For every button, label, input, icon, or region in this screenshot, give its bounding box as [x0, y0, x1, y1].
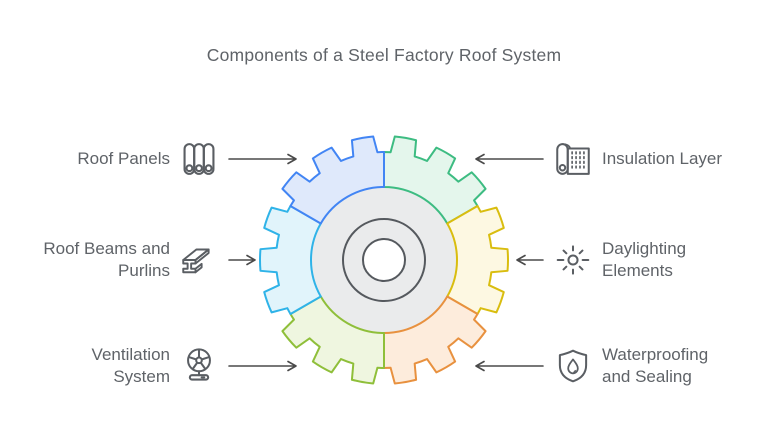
component-roof-panels: Roof Panels	[10, 135, 298, 183]
arrow-right	[228, 153, 297, 165]
component-label: Waterproofing and Sealing	[602, 344, 768, 388]
arrow-left	[475, 360, 544, 372]
label-line: Insulation Layer	[602, 149, 723, 168]
component-daylighting-elements: Daylighting Elements	[516, 236, 768, 284]
gear-hub-hole	[362, 238, 406, 282]
label-line: Elements	[602, 261, 673, 280]
component-label: Roof Beams and Purlins	[10, 238, 170, 282]
component-waterproofing-sealing: Waterproofing and Sealing	[474, 342, 768, 390]
component-roof-beams-purlins: Roof Beams and Purlins	[10, 236, 256, 284]
component-label: Roof Panels	[10, 148, 170, 170]
arrow-left	[475, 153, 544, 165]
label-line: Waterproofing	[602, 345, 709, 364]
component-label: Insulation Layer	[602, 148, 768, 170]
gear-segment-bottom-left	[281, 295, 385, 385]
roof-panels-icon	[178, 138, 220, 180]
label-line: Roof Beams and	[43, 239, 170, 258]
label-line: Ventilation	[91, 345, 170, 364]
steel-beam-icon	[178, 239, 220, 281]
component-label: Daylighting Elements	[602, 238, 768, 282]
page-title: Components of a Steel Factory Roof Syste…	[206, 45, 562, 65]
label-line: and Sealing	[602, 367, 692, 386]
component-insulation-layer: Insulation Layer	[474, 135, 768, 183]
component-label: Ventilation System	[10, 344, 170, 388]
gear-segment-right	[446, 205, 510, 315]
label-line: Daylighting	[602, 239, 687, 258]
gear-hub-ring	[342, 218, 426, 302]
component-ventilation-system: Ventilation System	[10, 342, 298, 390]
label-line: System	[113, 367, 170, 386]
insulation-roll-icon	[552, 138, 594, 180]
fan-icon	[178, 345, 220, 387]
label-line: Roof Panels	[77, 149, 170, 168]
label-line: Purlins	[118, 261, 170, 280]
sun-icon	[552, 239, 594, 281]
gear-segment-top-right	[383, 135, 487, 225]
shield-droplet-icon	[552, 345, 594, 387]
arrow-right	[228, 254, 256, 266]
gear-segment-top-left	[281, 135, 385, 225]
gear-segment-bottom-right	[383, 295, 487, 385]
gear-segment-left	[258, 205, 322, 315]
arrow-left	[516, 254, 544, 266]
arrow-right	[228, 360, 297, 372]
